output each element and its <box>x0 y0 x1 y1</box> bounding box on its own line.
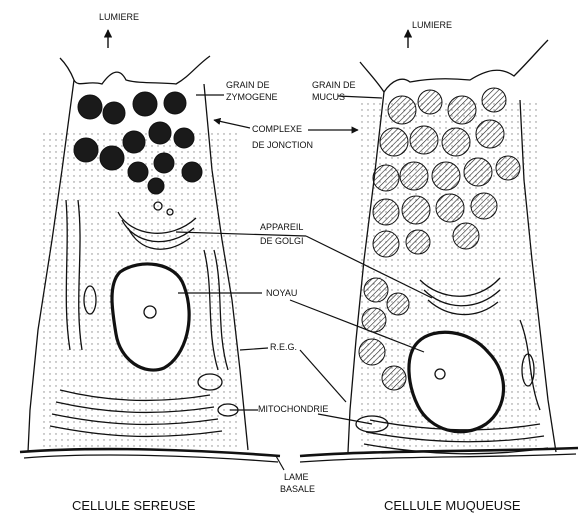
caption-mucous: CELLULE MUQUEUSE <box>384 498 521 513</box>
label-grain-mucus-1: GRAIN DE <box>312 80 356 90</box>
label-reg: R.E.G. <box>270 342 297 352</box>
label-grain-zymogene-2: ZYMOGENE <box>226 92 278 102</box>
label-complexe-2: DE JONCTION <box>252 140 313 150</box>
label-noyau: NOYAU <box>266 288 297 298</box>
caption-serous: CELLULE SEREUSE <box>72 498 196 513</box>
label-grain-zymogene-1: GRAIN DE <box>226 80 270 90</box>
lumiere-right-label: LUMIERE <box>412 20 452 30</box>
lumiere-left-label: LUMIERE <box>99 12 139 22</box>
nucleus-left <box>112 264 189 370</box>
label-complexe-1: COMPLEXE <box>252 124 302 134</box>
basal-lamina <box>20 448 578 462</box>
label-golgi-1: APPAREIL <box>260 222 303 232</box>
label-lame-1: LAME <box>284 472 309 482</box>
serous-cell <box>28 56 248 452</box>
label-mitochondrie: MITOCHONDRIE <box>258 404 328 414</box>
label-lame-2: BASALE <box>280 484 315 494</box>
mucous-cell <box>348 40 556 454</box>
label-golgi-2: DE GOLGI <box>260 236 304 246</box>
label-grain-mucus-2: MUCUS <box>312 92 345 102</box>
